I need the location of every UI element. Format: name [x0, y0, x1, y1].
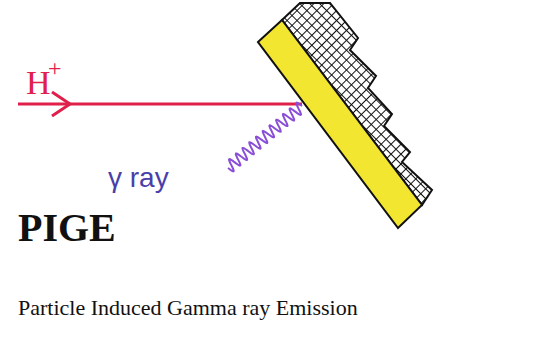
ion-symbol: H: [26, 66, 51, 100]
beam-arrowhead: [52, 92, 70, 116]
gamma-ray-wave: [228, 103, 302, 172]
gamma-label: γ ray: [108, 164, 169, 192]
diagram-title: PIGE: [18, 208, 116, 248]
ion-charge: +: [48, 56, 62, 80]
diagram-caption: Particle Induced Gamma ray Emission: [18, 297, 358, 319]
proton-beam: [18, 103, 302, 106]
